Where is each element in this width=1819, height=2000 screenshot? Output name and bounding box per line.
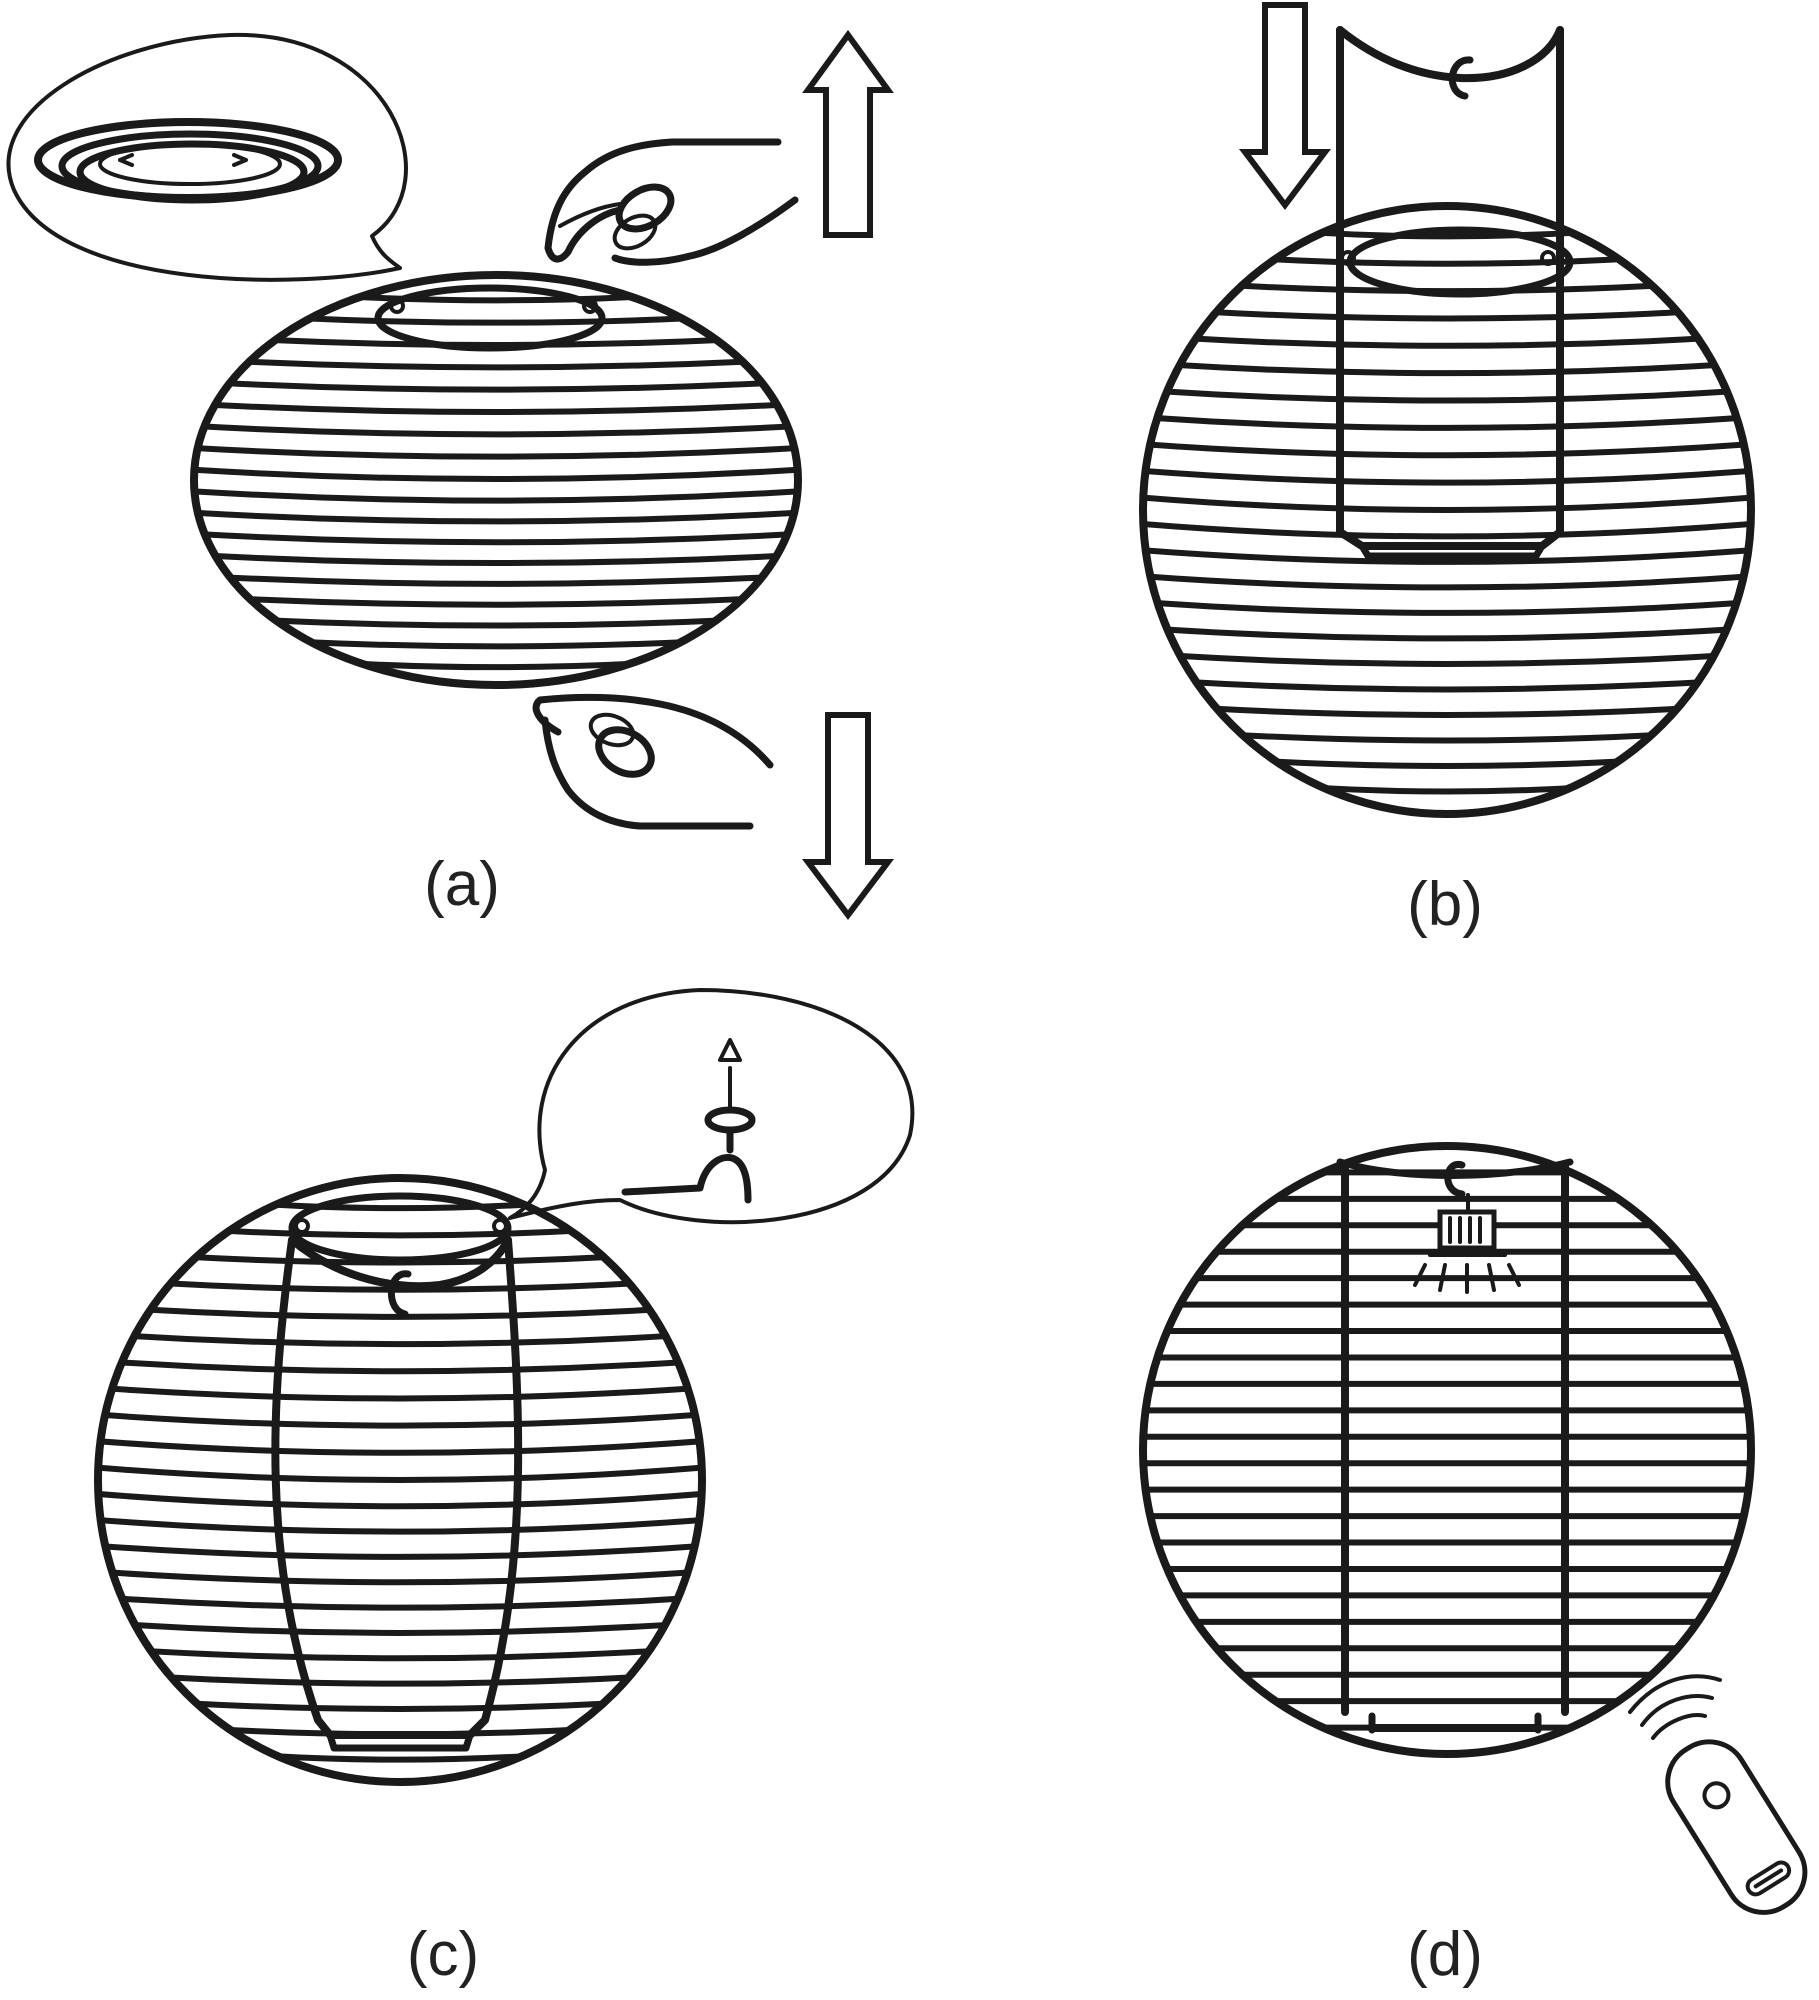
round-lantern	[94, 1174, 706, 1786]
flat-lantern	[190, 271, 802, 689]
rib-line	[265, 336, 727, 349]
rib-line	[1232, 731, 1662, 744]
rib-line	[219, 1227, 581, 1239]
rib-line	[1143, 520, 1751, 540]
rib-line	[1186, 678, 1708, 693]
round-lantern	[1139, 202, 1755, 818]
lantern-ribs	[194, 293, 798, 671]
rib-line	[1143, 546, 1751, 565]
rib-line	[98, 1490, 702, 1510]
rib-line	[111, 1358, 689, 1375]
panel-c: (c)	[94, 988, 915, 1989]
rib-line	[1265, 758, 1629, 769]
rib-line	[300, 638, 692, 650]
down-arrow	[1238, 2, 1332, 210]
rib-line	[205, 552, 787, 567]
rib-line	[219, 574, 773, 587]
rib-line	[300, 315, 692, 326]
rib-line	[266, 1201, 534, 1212]
panel-d: (d)	[1139, 1142, 1808, 1989]
lantern-ribs	[1143, 1169, 1751, 1731]
detail-bubble-hook	[508, 988, 915, 1225]
rib-line	[194, 530, 798, 546]
rib-line	[1169, 652, 1725, 667]
rib-line	[1143, 493, 1751, 513]
rib-line	[239, 358, 753, 371]
rib-line	[1312, 229, 1582, 240]
rib-line	[102, 1568, 698, 1586]
rib-line	[265, 617, 727, 629]
rib-line	[1232, 282, 1662, 295]
rib-line	[1157, 388, 1737, 404]
up-arrow	[802, 29, 894, 238]
rib-line	[140, 1647, 660, 1662]
rib-line	[1147, 599, 1747, 616]
rib-line	[140, 1306, 660, 1320]
hand-top	[544, 138, 799, 266]
rib-line	[194, 509, 798, 525]
wire-frame-expanded	[271, 1236, 523, 1752]
rib-line	[350, 660, 642, 671]
rib-line	[1206, 705, 1688, 718]
assembled-lantern	[1139, 1142, 1755, 1758]
rib-line	[98, 1437, 702, 1456]
panel-label-b: (b)	[1407, 870, 1483, 939]
signal-waves-icon	[1628, 1674, 1722, 1740]
panel-label-d: (d)	[1407, 1920, 1483, 1989]
rib-line	[1186, 335, 1708, 349]
rib-line	[186, 1700, 614, 1712]
panel-label-c: (c)	[407, 1920, 479, 1989]
rib-line	[98, 1542, 702, 1560]
rib-line	[1157, 625, 1737, 642]
rib-line	[1143, 573, 1751, 591]
rib-line	[194, 423, 798, 438]
rib-line	[111, 1595, 689, 1611]
light-bulb-icon	[1413, 1193, 1521, 1294]
panel-b: (b)	[1139, 2, 1755, 939]
down-arrow	[801, 712, 895, 920]
lantern-ribs	[1143, 229, 1751, 795]
rib-line	[1169, 361, 1725, 377]
rib-line	[98, 1516, 702, 1535]
wire-frame	[1336, 26, 1564, 560]
rib-line	[1312, 784, 1582, 795]
rib-line	[205, 401, 787, 415]
panel-label-a: (a)	[424, 850, 500, 919]
rib-line	[1265, 255, 1629, 267]
rib-line	[194, 444, 798, 460]
rib-line	[124, 1332, 676, 1348]
rib-line	[98, 1411, 702, 1429]
rib-line	[1206, 308, 1688, 322]
rib-line	[219, 379, 773, 393]
rib-line	[1143, 440, 1751, 459]
rib-line	[239, 595, 753, 608]
rib-line	[160, 1280, 640, 1293]
rib-line	[350, 293, 642, 304]
rib-line	[194, 487, 798, 504]
rib-line	[1147, 414, 1747, 431]
rib-line	[102, 1385, 698, 1402]
rib-line	[160, 1673, 640, 1687]
lantern-ribs	[98, 1201, 702, 1763]
rib-line	[266, 1752, 534, 1763]
panel-a: (a)	[6, 29, 895, 920]
rib-line	[98, 1463, 702, 1483]
hand-bottom	[532, 693, 774, 830]
rib-line	[124, 1621, 676, 1636]
rib-line	[194, 466, 798, 482]
remote-control-icon	[1665, 1739, 1808, 1915]
detail-bubble-rings	[6, 32, 408, 282]
rib-line	[1143, 467, 1751, 486]
